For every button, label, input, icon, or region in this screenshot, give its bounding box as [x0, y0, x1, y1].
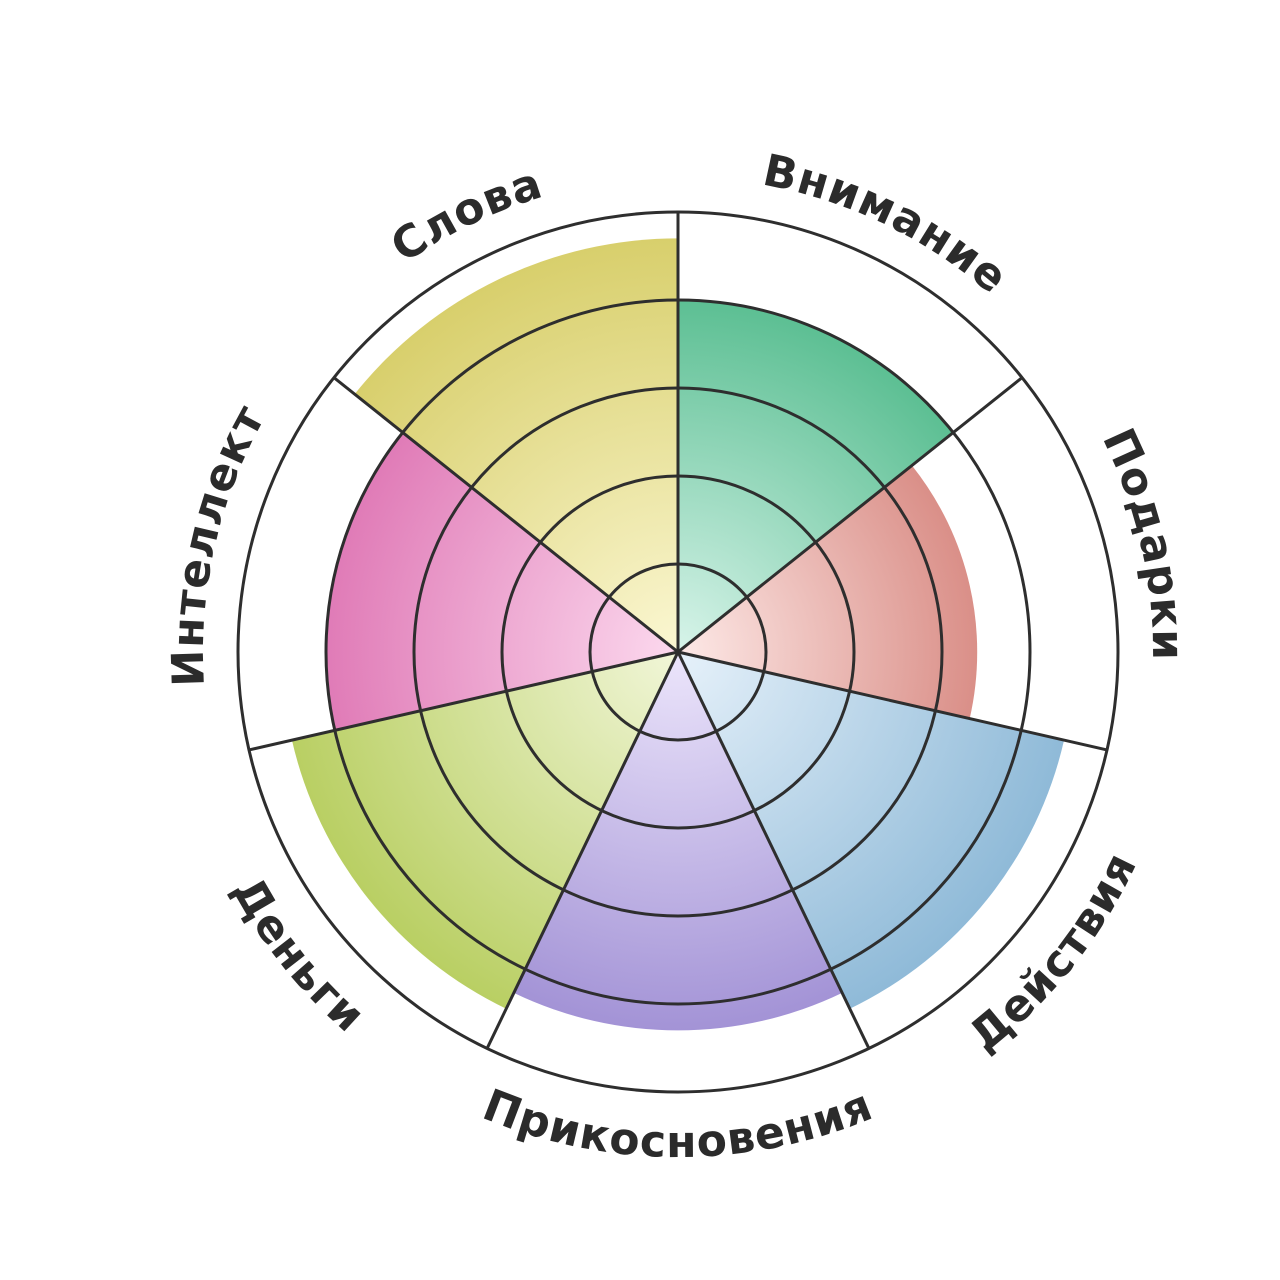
sector-7 [354, 238, 678, 652]
sector-1 [678, 300, 954, 652]
spokes-group [248, 212, 1108, 1050]
segment-label-5: Деньги [222, 869, 375, 1043]
sector-2 [678, 465, 978, 719]
spoke-4 [676, 651, 871, 1050]
spoke-7 [333, 376, 679, 654]
segment-label-6: Интеллект [163, 397, 276, 688]
spoke-2 [677, 376, 1023, 654]
spoke-5 [485, 651, 680, 1050]
spoke-6 [248, 650, 679, 752]
segment-label-7: Слова [382, 158, 549, 273]
sector-4 [513, 652, 843, 1031]
segment-label-2: Подарки [1092, 421, 1193, 661]
spoke-3 [677, 650, 1108, 752]
segment-label-1: Внимание [759, 145, 1018, 304]
